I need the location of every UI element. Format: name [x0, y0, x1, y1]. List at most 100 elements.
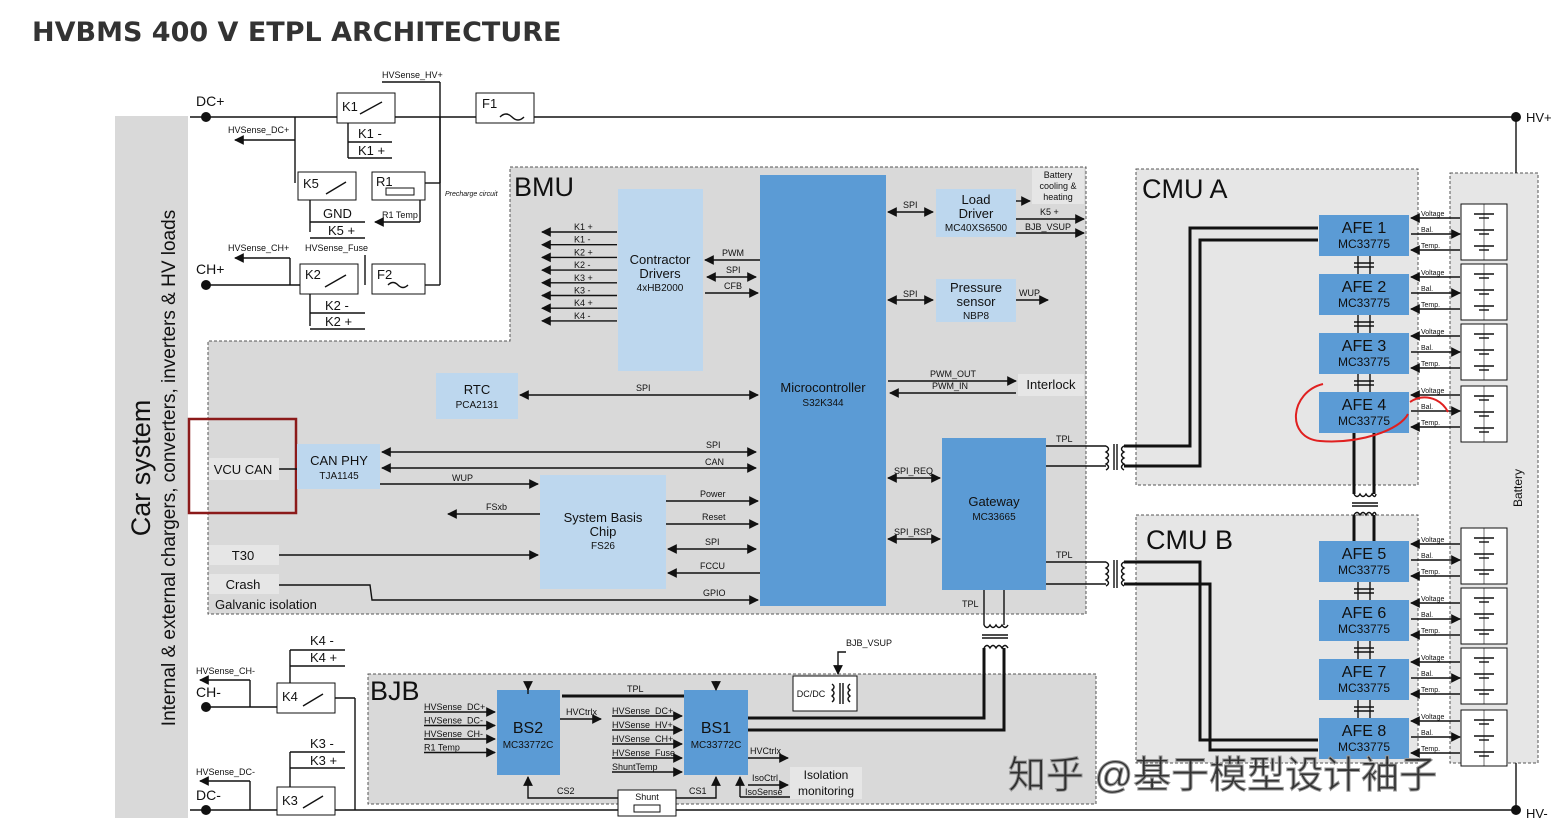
contractor-output-label: K1 +: [574, 222, 593, 232]
k5-label: K5: [303, 176, 319, 191]
k4-minus-label: K4 -: [310, 633, 334, 648]
afe-signal-voltage: Voltage: [1421, 537, 1444, 544]
dc-minus-label: DC-: [196, 787, 221, 803]
bs1-input-label: HVSense_CH+: [612, 734, 673, 744]
gateway-tpl-label: TPL: [962, 599, 979, 609]
cmu-a-title: CMU A: [1142, 174, 1228, 204]
contractor-name: Contractor: [630, 252, 691, 267]
bs1-hvctrlx: HVCtrlx: [750, 746, 781, 756]
mcu-name: Microcontroller: [780, 380, 866, 395]
afe-block: [1319, 600, 1409, 641]
interlock-label: Interlock: [1026, 377, 1076, 392]
pwm-label: PWM: [722, 248, 744, 258]
k1-minus-label: K1 -: [358, 126, 382, 141]
k5-relay: [297, 171, 357, 201]
bs1-input-label: ShuntTemp: [612, 762, 658, 772]
afe-signal-temp: Temp.: [1421, 687, 1440, 694]
f1-fuse: [475, 92, 535, 124]
sbc-reset: Reset: [702, 512, 726, 522]
k1-relay: [336, 92, 396, 124]
tpl-a-label: TPL: [1056, 434, 1073, 444]
bs1-inputs: HVSense_DC+HVSense_HV+HVSense_CH+HVSense…: [612, 706, 683, 777]
pwm-out-label: PWM_OUT: [930, 369, 977, 379]
fsxb-label: FSxb: [486, 502, 507, 512]
bs2-hvctrlx: HVCtrlx: [566, 707, 597, 717]
can-phy-wup: WUP: [452, 473, 473, 483]
afe-signal-temp: Temp.: [1421, 361, 1440, 368]
sbc-name2: Chip: [590, 524, 617, 539]
spi-rsp-label: SPI_RSP: [894, 527, 932, 537]
afe-signal-voltage: Voltage: [1421, 211, 1444, 218]
cooling-l3: heating: [1043, 192, 1073, 202]
contractor-name2: Drivers: [639, 266, 681, 281]
isoctrl-label: IsoCtrl: [752, 773, 778, 783]
afe-part: MC33775: [1338, 681, 1390, 695]
r1-temp-label: R1 Temp: [382, 210, 418, 220]
pressure-part: NBP8: [963, 311, 990, 322]
f2-label: F2: [377, 267, 392, 282]
gateway-bjb-transformer: [982, 623, 1009, 650]
pressure-name2: sensor: [956, 294, 996, 309]
bs1-block: [684, 690, 748, 775]
afe-signal-temp: Temp.: [1421, 746, 1440, 753]
red-annotation-mark: [1409, 396, 1449, 413]
bs2-input-label: HVSense_DC-: [424, 716, 483, 726]
bs2-inputs: HVSense_DC+HVSense_DC-HVSense_CH-R1 Temp: [424, 702, 496, 758]
rtc-block: [436, 373, 518, 419]
afe-name: AFE 7: [1342, 664, 1387, 681]
afe-signal-voltage: Voltage: [1421, 596, 1444, 603]
can-phy-name: CAN PHY: [310, 453, 368, 468]
load-driver-part: MC40XS6500: [945, 223, 1008, 234]
crash-box: [209, 574, 279, 594]
afe-signal-bal: Bal.: [1421, 286, 1433, 293]
contractor-part: 4xHB2000: [637, 283, 684, 294]
contractor-output-label: K3 -: [574, 286, 591, 296]
car-system-subtitle: Internal & external chargers, converters…: [159, 210, 180, 726]
battery-label: Battery: [1511, 469, 1525, 507]
k3-label: K3: [282, 793, 298, 808]
gateway-name: Gateway: [968, 494, 1020, 509]
gnd-label: GND: [323, 206, 352, 221]
t30-label: T30: [232, 548, 254, 563]
tpl-a-transformer: [1104, 444, 1126, 471]
afe-signal-temp: Temp.: [1421, 243, 1440, 250]
afe-name: AFE 3: [1342, 338, 1387, 355]
sbc-name: System Basis: [564, 510, 643, 525]
spi-req-label: SPI_REQ: [894, 466, 933, 476]
k2-plus-label: K2 +: [325, 314, 352, 329]
dc-plus-terminal: [201, 112, 211, 122]
f1-label: F1: [482, 96, 497, 111]
k3-plus-label: K3 +: [310, 753, 337, 768]
k4-plus-label: K4 +: [310, 650, 337, 665]
afe-signal-bal: Bal.: [1421, 730, 1433, 737]
pwm-in-label: PWM_IN: [932, 381, 968, 391]
precharge-label: Precharge circuit: [445, 191, 499, 198]
car-system-bar: [115, 116, 188, 818]
afe-name: AFE 1: [1342, 220, 1387, 237]
afe-signal-bal: Bal.: [1421, 345, 1433, 352]
contractor-outputs: K1 +K1 -K2 +K2 -K3 +K3 -K4 +K4 -: [541, 222, 617, 326]
gateway-part: MC33665: [972, 512, 1016, 523]
afe-signal-bal: Bal.: [1421, 671, 1433, 678]
dcdc-label: DC/DC: [797, 689, 826, 699]
afe-name: AFE 4: [1342, 397, 1387, 414]
hvsense-fuse: HVSense_Fuse: [305, 243, 368, 253]
afe-block: [1319, 333, 1409, 374]
cooling-box: [1032, 168, 1084, 204]
contractor-output-label: K2 +: [574, 247, 593, 257]
ch-minus-label: CH-: [196, 684, 221, 700]
tpl-b-label: TPL: [1056, 550, 1073, 560]
load-driver-bjb: BJB_VSUP: [1025, 222, 1071, 232]
contractor-drivers-block: [618, 189, 703, 371]
afe-name: AFE 8: [1342, 723, 1387, 740]
bjb-vsup-label: BJB_VSUP: [846, 638, 892, 648]
afe-block: [1319, 274, 1409, 315]
cs2-label: CS2: [557, 786, 575, 796]
cfb-label: CFB: [724, 281, 742, 291]
pressure-name: Pressure: [950, 280, 1002, 295]
k1-label: K1: [342, 99, 358, 114]
load-driver-name2: Driver: [959, 206, 994, 221]
rtc-name: RTC: [464, 382, 490, 397]
